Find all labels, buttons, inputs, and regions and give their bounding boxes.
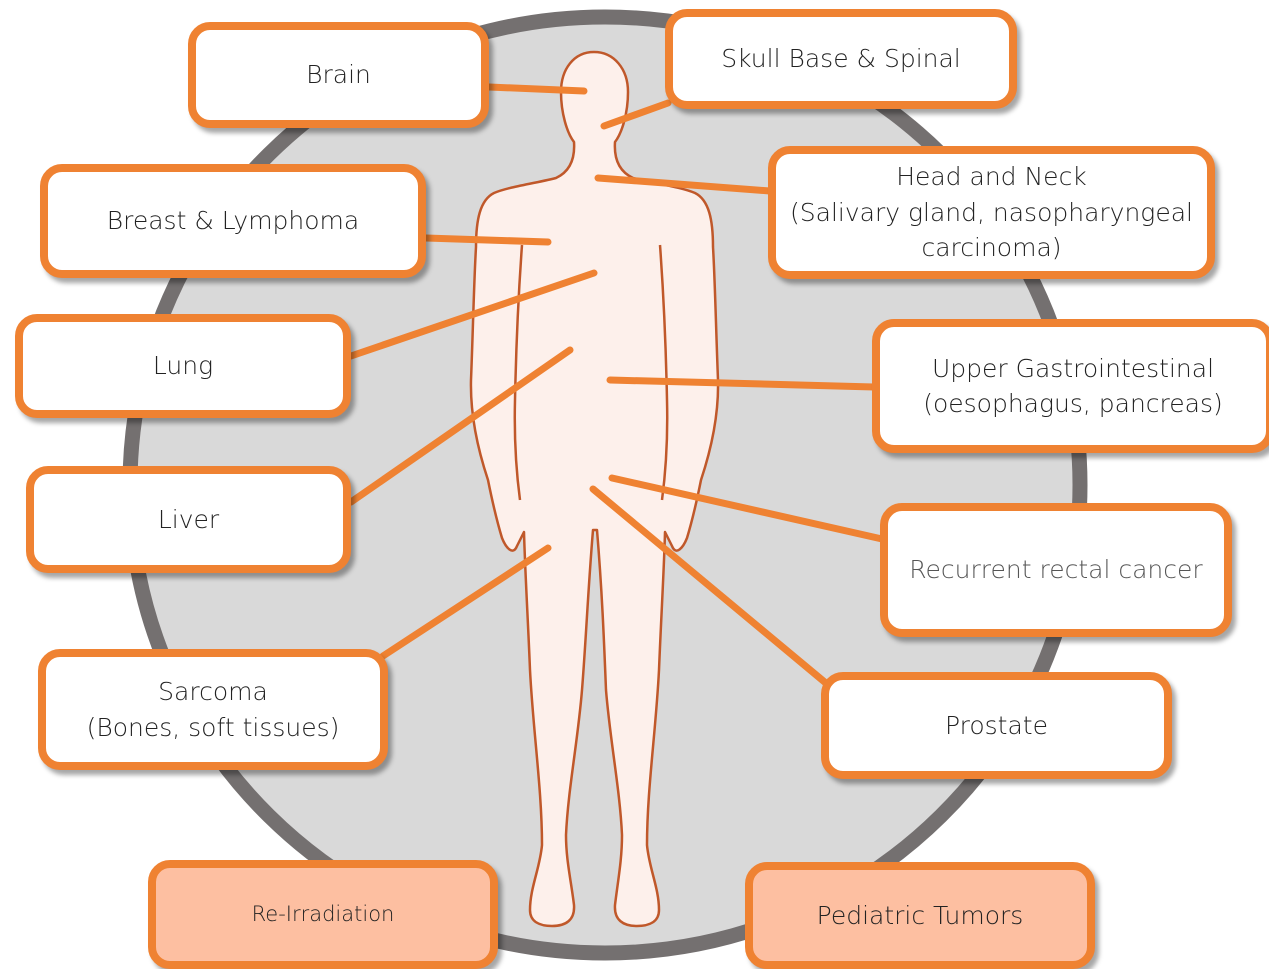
pediatric-tumors-label-box: Pediatric Tumors	[745, 862, 1095, 969]
head-neck-label-line2: (Salivary gland, nasopharyngeal	[790, 195, 1193, 231]
sarcoma-label-box: Sarcoma (Bones, soft tissues)	[38, 649, 388, 770]
pediatric-tumors-label: Pediatric Tumors	[817, 898, 1024, 934]
head-neck-label-line3: carcinoma)	[921, 230, 1061, 266]
breast-lymphoma-label: Breast & Lymphoma	[107, 203, 359, 239]
sarcoma-label-line2: (Bones, soft tissues)	[87, 710, 340, 746]
prostate-label-box: Prostate	[821, 672, 1172, 779]
upper-gi-label-line1: Upper Gastrointestinal	[932, 351, 1214, 387]
prostate-label: Prostate	[945, 708, 1048, 744]
skull-base-spinal-label: Skull Base & Spinal	[721, 41, 961, 77]
re-irradiation-label: Re-Irradiation	[252, 900, 395, 930]
upper-gi-label-box: Upper Gastrointestinal (oesophagus, panc…	[872, 319, 1269, 453]
connector-breast	[426, 238, 548, 242]
recurrent-rectal-cancer-label-box: Recurrent rectal cancer	[880, 503, 1232, 637]
head-neck-label-line1: Head and Neck	[896, 159, 1087, 195]
sarcoma-label-line1: Sarcoma	[158, 674, 268, 710]
lung-label: Lung	[153, 348, 213, 384]
lung-label-box: Lung	[15, 314, 351, 418]
brain-label-box: Brain	[188, 22, 489, 128]
recurrent-rectal-cancer-label: Recurrent rectal cancer	[909, 552, 1202, 588]
upper-gi-label-line2: (oesophagus, pancreas)	[923, 386, 1223, 422]
liver-label-box: Liver	[26, 466, 351, 573]
brain-label: Brain	[306, 57, 371, 93]
connector-brain	[489, 87, 584, 91]
skull-base-spinal-label-box: Skull Base & Spinal	[665, 9, 1017, 109]
head-neck-label-box: Head and Neck (Salivary gland, nasophary…	[768, 146, 1215, 279]
re-irradiation-label-box: Re-Irradiation	[148, 860, 498, 969]
liver-label: Liver	[158, 502, 219, 538]
breast-lymphoma-label-box: Breast & Lymphoma	[40, 164, 426, 278]
